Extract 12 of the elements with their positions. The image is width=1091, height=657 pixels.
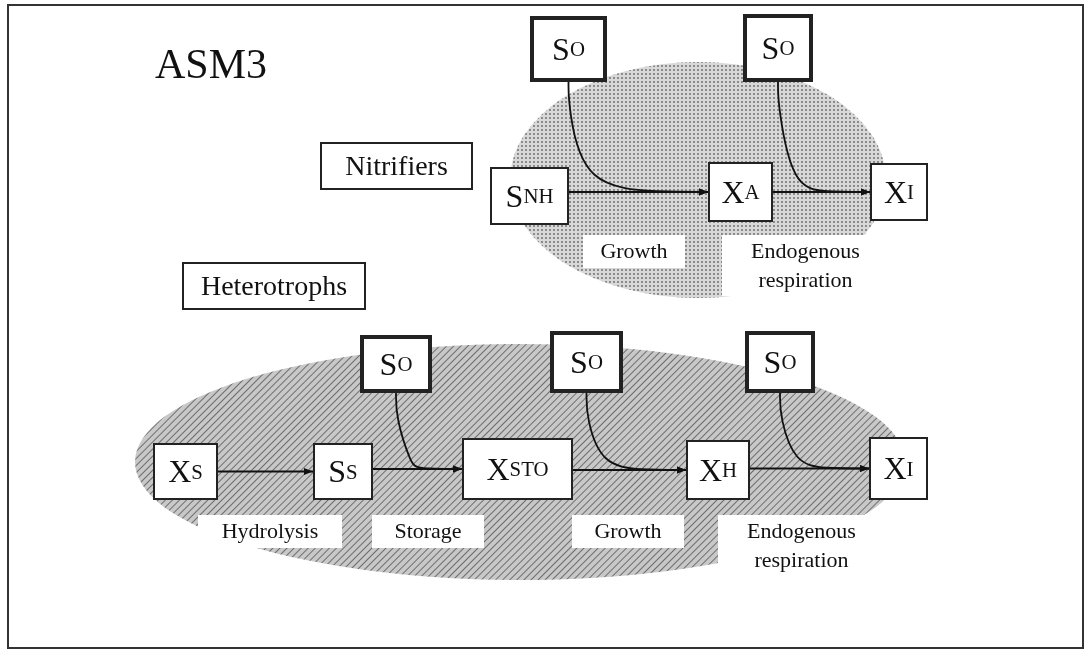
arrow	[217, 467, 314, 476]
arrow	[777, 81, 871, 196]
diagram-title: ASM3	[155, 40, 268, 88]
arrow	[395, 392, 463, 473]
arrow	[585, 392, 687, 474]
edge-label: Hydrolysis	[198, 515, 342, 548]
group-label: Heterotrophs	[182, 262, 366, 310]
arrow	[779, 392, 870, 473]
edge-label: Growth	[572, 515, 684, 548]
edge-label: Growth	[583, 235, 685, 268]
group-label: Nitrifiers	[320, 142, 473, 190]
edge-label: Storage	[372, 515, 484, 548]
